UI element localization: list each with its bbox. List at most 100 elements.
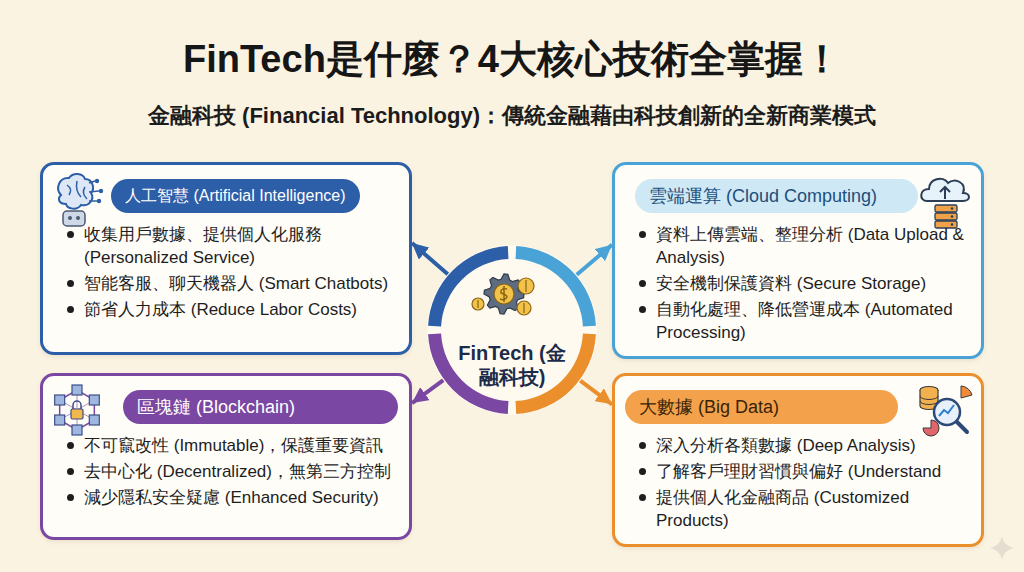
technology-icon: [917, 382, 973, 438]
gear-icon-part: [523, 303, 524, 313]
bullet-dot: [639, 468, 646, 475]
chain-icon-part: [55, 395, 65, 405]
data-icon-part: [920, 396, 938, 404]
bullet-item: 自動化處理、降低營運成本 (Automated Processing): [639, 298, 967, 344]
gear-icon-part: [525, 280, 526, 292]
bullet-item: 節省人力成本 (Reduce Labor Costs): [67, 298, 395, 321]
technology-icon: [917, 171, 973, 227]
cloud-icon-part: [935, 205, 957, 212]
bullet-text: 節省人力成本 (Reduce Labor Costs): [84, 298, 357, 321]
connector-arrow: [580, 381, 612, 405]
gear-icon-part: [518, 278, 534, 294]
hub-circle: FinTech (金融科技): [427, 245, 597, 415]
cloud-icon-part: [951, 215, 954, 218]
chain-icon-part: [55, 415, 65, 425]
ai-icon-part: [58, 174, 93, 209]
bullet-text: 去中心化 (Decentralized)，無第三方控制: [84, 460, 391, 483]
chain-icon-part: [72, 385, 82, 395]
bullet-dot: [639, 280, 646, 287]
bullet-dot: [67, 306, 74, 313]
bullet-dot: [639, 306, 646, 313]
bullet-text: 深入分析各類數據 (Deep Analysis): [656, 434, 916, 457]
bullet-text: 收集用戶數據、提供個人化服務 (Personalized Service): [84, 223, 395, 269]
ai-icon-part: [68, 216, 72, 220]
bullet-item: 去中心化 (Decentralized)，無第三方控制: [67, 460, 395, 483]
chain-icon-part: [89, 415, 99, 425]
diagram-title: FinTech是什麼？4大核心技術全掌握！: [0, 36, 1024, 82]
gear-icon-part: [517, 301, 531, 315]
cloud-icon-part: [935, 213, 957, 220]
bullet-item: 深入分析各類數據 (Deep Analysis): [639, 434, 967, 457]
ai-icon-part: [89, 191, 99, 192]
cloud-icon: [921, 179, 969, 228]
chain-icon: [55, 385, 100, 435]
subtitle-text: 金融科技 (Financial Technology)：傳統金融藉由科技創新的全…: [0, 102, 1024, 130]
connector-arrow: [412, 243, 448, 274]
hub-ring-part: [428, 246, 596, 414]
ring-segment: [516, 246, 596, 326]
bullet-dot: [639, 442, 646, 449]
bullet-text: 不可竄改性 (Immutable)，保護重要資訊: [84, 434, 383, 457]
gear-icon-part: [494, 284, 514, 304]
technology-box: 人工智慧 (Artificial Intelligence) 收集用戶數據、提供個…: [40, 162, 412, 355]
heading-pill: 人工智慧 (Artificial Intelligence): [111, 179, 360, 213]
bullet-item: 提供個人化金融商品 (Customized Products): [639, 486, 967, 532]
data-icon-part: [961, 386, 972, 398]
heading-pill: 雲端運算 (Cloud Computing): [635, 179, 918, 213]
heading-pill: 大數據 (Big Data): [625, 390, 898, 424]
chain-icon-part: [89, 395, 99, 405]
ai-icon-part: [89, 181, 95, 183]
bullet-dot: [67, 280, 74, 287]
bullet-dot: [639, 231, 646, 238]
bullet-dot: [67, 468, 74, 475]
bullet-text: 資料上傳雲端、整理分析 (Data Upload & Analysis): [656, 223, 967, 269]
data-icon-part: [939, 405, 954, 416]
bullet-item: 減少隱私安全疑慮 (Enhanced Security): [67, 486, 395, 509]
chain-icon-part: [73, 401, 81, 409]
ai-icon: [58, 174, 103, 226]
gear-icon-part: [500, 286, 507, 302]
sparkle-mark: [990, 536, 1014, 560]
hub-label: FinTech (金融科技): [452, 245, 572, 389]
technology-box: 區塊鏈 (Blockchain) 不可竄改性 (Immutable)，保護重要資訊…: [40, 373, 412, 540]
bullet-dot: [639, 494, 646, 501]
gear-icon-part: [472, 298, 484, 310]
hub-ring: [427, 245, 597, 415]
chain-icon-part: [71, 409, 83, 419]
heading-pill: 區塊鏈 (Blockchain): [123, 390, 398, 424]
bullet-text: 智能客服、聊天機器人 (Smart Chatbots): [84, 272, 388, 295]
cloud-icon-part: [951, 207, 954, 210]
bullet-text: 自動化處理、降低營運成本 (Automated Processing): [656, 298, 967, 344]
bullet-text: 了解客戶理財習慣與偏好 (Understand: [656, 460, 941, 483]
technology-icon: [51, 382, 107, 438]
technology-box: 雲端運算 (Cloud Computing) 資料上傳雲端、整理分析 (Data …: [612, 162, 984, 359]
connector-arrow: [412, 380, 443, 403]
bullet-text: 安全機制保護資料 (Secure Storage): [656, 272, 926, 295]
ai-icon-part: [76, 216, 80, 220]
cloud-icon-part: [940, 187, 950, 199]
data-icon-part: [923, 420, 939, 436]
ai-icon-part: [99, 189, 103, 193]
bullet-item: 智能客服、聊天機器人 (Smart Chatbots): [67, 272, 395, 295]
bullet-item: 收集用戶數據、提供個人化服務 (Personalized Service): [67, 223, 395, 269]
bullet-dot: [67, 494, 74, 501]
gear-icon: [472, 274, 534, 315]
bullet-dot: [67, 442, 74, 449]
data-icon: [920, 386, 972, 436]
chain-icon-part: [72, 425, 82, 435]
cloud-icon-part: [921, 179, 969, 201]
ai-icon-part: [95, 179, 99, 183]
ai-icon-part: [63, 211, 85, 226]
data-icon-part: [957, 422, 967, 432]
technology-icon: [51, 171, 107, 227]
ai-icon-part: [89, 200, 97, 202]
ai-icon-part: [67, 181, 87, 199]
connector-arrow: [577, 245, 612, 275]
bullet-text: 減少隱私安全疑慮 (Enhanced Security): [84, 486, 379, 509]
bullet-item: 不可竄改性 (Immutable)，保護重要資訊: [67, 434, 395, 457]
bullet-text: 提供個人化金融商品 (Customized Products): [656, 486, 967, 532]
technology-box: 大數據 (Big Data) 深入分析各類數據 (Deep Analysis) 了解…: [612, 373, 984, 547]
gear-icon-part: [477, 300, 478, 308]
ai-icon-part: [97, 199, 101, 203]
